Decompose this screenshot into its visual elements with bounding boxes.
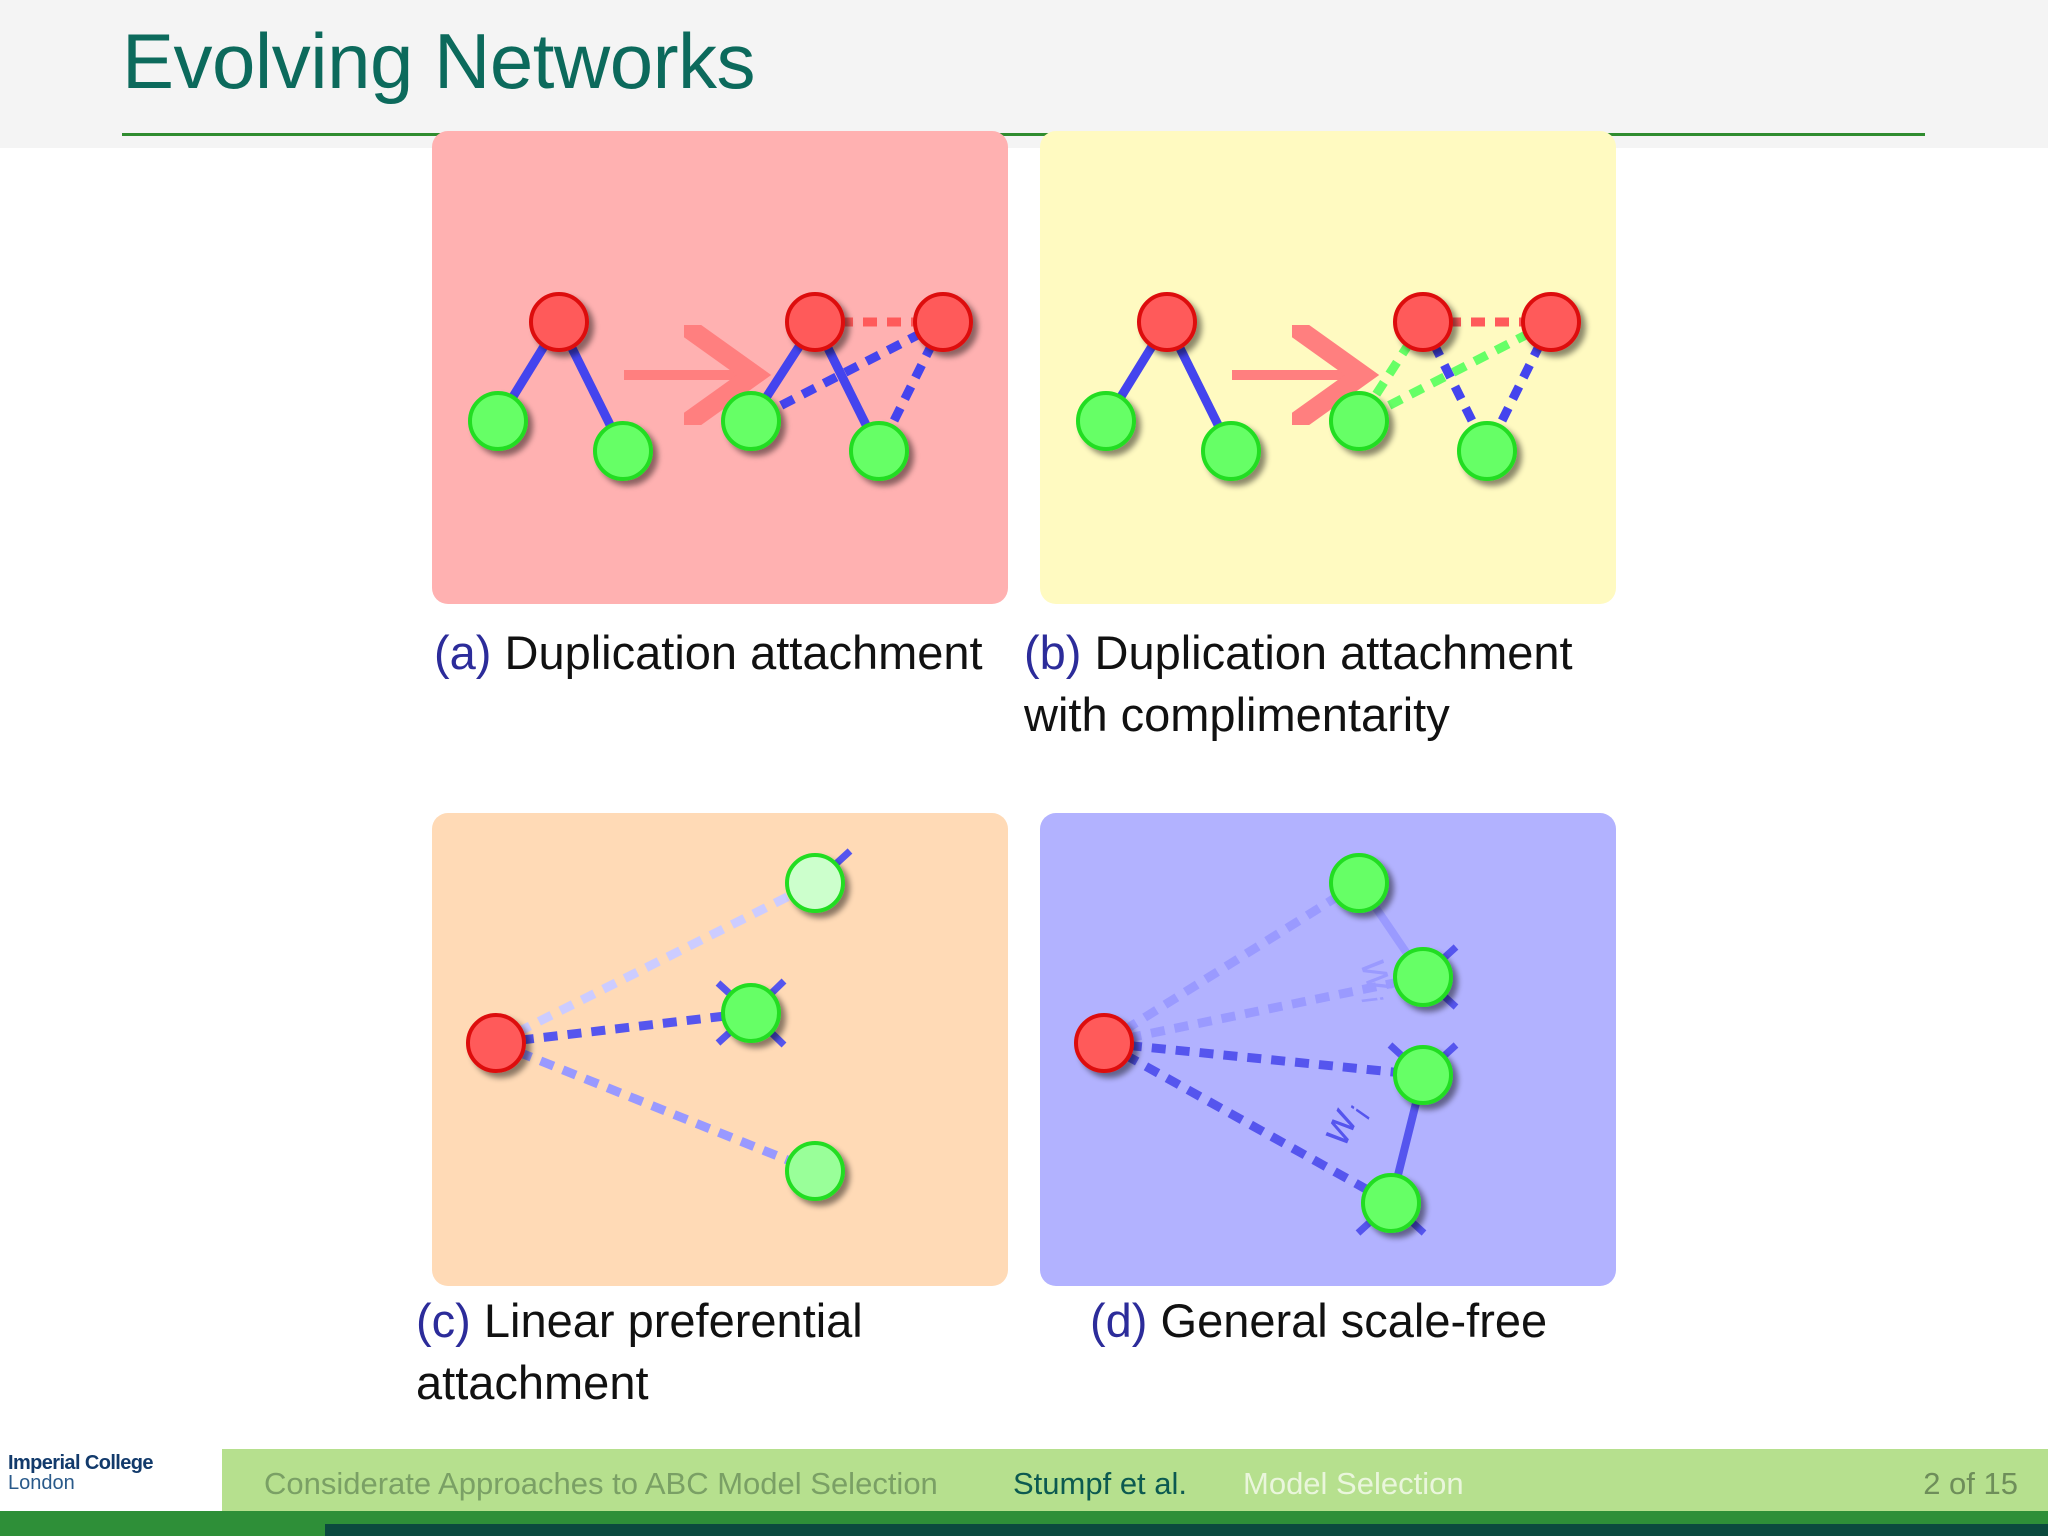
node-green [1329,391,1389,451]
node-red [1137,292,1197,352]
dashed-edge [1101,879,1362,1047]
caption-a: (a) Duplication attachment [434,622,983,684]
footer-talk-title[interactable]: Considerate Approaches to ABC Model Sele… [264,1466,938,1501]
node-green [1393,1045,1453,1105]
node-red [1393,292,1453,352]
duplication-attachment-diagram [468,292,973,481]
panel-a [432,131,1008,604]
caption-text-line2: with complimentarity [1024,688,1450,741]
edge-weight-subscript: i [1354,991,1388,1009]
logo-line1: Imperial College [8,1452,154,1474]
caption-d: (d) General scale-free [1090,1290,1547,1352]
node-green [721,391,781,451]
node-green-mid [785,1141,845,1201]
caption-b: (b) Duplication attachment with complime… [1024,622,1573,746]
footer-section[interactable]: Model Selection [1243,1466,1464,1501]
node-green [1329,853,1389,913]
node-red [1521,292,1581,352]
node-red [785,292,845,352]
caption-text-line2: attachment [416,1356,649,1409]
caption-label: (d) [1090,1294,1148,1347]
logo-line2: London [8,1472,75,1494]
dashed-edge [1101,1039,1394,1207]
dashed-edge [1356,318,1554,425]
bottom-strip-dark [325,1524,2048,1536]
dashed-edge [1103,1038,1424,1080]
footer-page-number: 2 of 15 [1923,1466,2018,1501]
slide-title: Evolving Networks [122,17,756,105]
node-red [1074,1013,1134,1073]
caption-text: Duplication attachment [1094,626,1573,679]
node-green [1393,947,1453,1007]
header-rule [122,133,1925,136]
caption-label: (b) [1024,626,1082,679]
edge-weight-label: wi [1309,1093,1377,1154]
node-green [1201,421,1261,481]
caption-label: (c) [416,1294,471,1347]
node-green [468,391,528,451]
duplication-complimentarity-diagram [1076,292,1581,481]
general-scale-free-diagram: wi wi [1074,853,1459,1236]
node-green [1076,391,1136,451]
node-green [593,421,653,481]
caption-label: (a) [434,626,492,679]
dashed-edge [1103,972,1424,1048]
dashed-edge [495,1008,752,1048]
footer-authors[interactable]: Stumpf et al. [1013,1466,1188,1501]
caption-c: (c) Linear preferential attachment [416,1290,863,1414]
caption-text: Duplication attachment [504,626,983,679]
panel-d: wi wi [1040,813,1616,1286]
caption-text: Linear preferential [483,1294,863,1347]
edge-weight-subscript: i [1344,1103,1377,1124]
slide-header: Evolving Networks [0,0,2048,148]
node-green [849,421,909,481]
node-green [1361,1173,1421,1233]
panel-c [432,813,1008,1286]
dashed-edge [748,318,946,425]
footer-bar: Considerate Approaches to ABC Model Sele… [222,1449,2048,1515]
node-green [1457,421,1517,481]
node-red [529,292,589,352]
imperial-college-logo: Imperial College London [8,1452,154,1494]
node-red [466,1013,526,1073]
linear-preferential-diagram [466,848,853,1201]
node-red [913,292,973,352]
panel-b [1040,131,1616,604]
node-green [721,983,781,1043]
dashed-edge [494,1038,817,1176]
dashed-edge [493,878,818,1048]
caption-text: General scale-free [1160,1294,1548,1347]
node-green-light [785,853,845,913]
